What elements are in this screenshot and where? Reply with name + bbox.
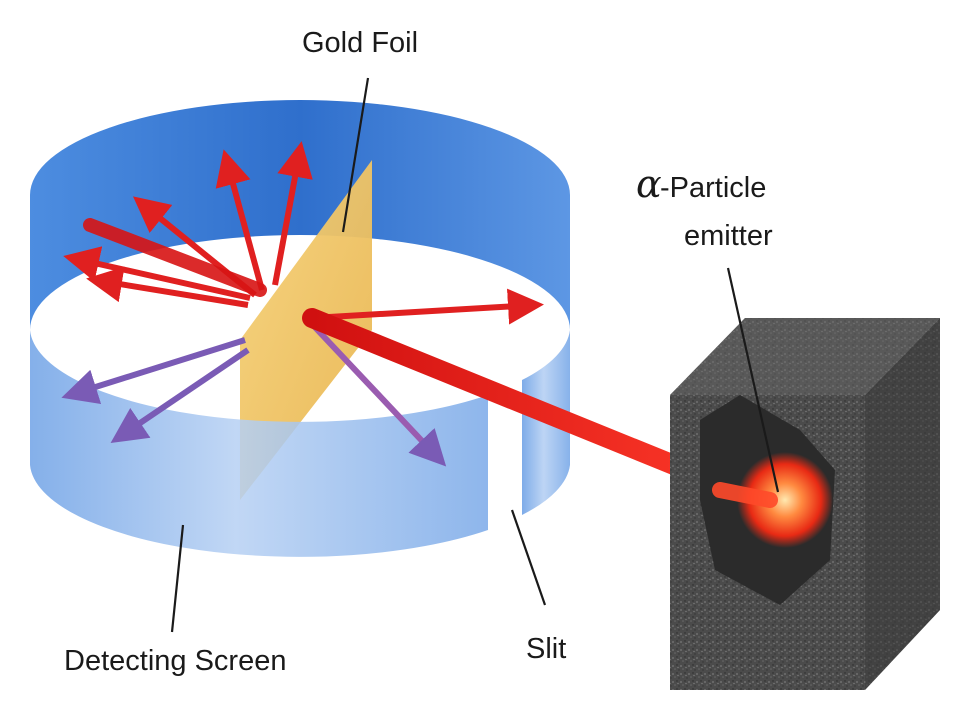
label-detecting-screen: Detecting Screen [64, 645, 286, 677]
label-emitter: emitter [684, 220, 773, 252]
radioactive-source [737, 452, 833, 548]
alpha-emitter-box [670, 318, 940, 690]
label-slit: Slit [526, 633, 566, 665]
detecting-screen-front [30, 330, 488, 557]
label-alpha-particle: -Particle [660, 172, 766, 204]
leader-lines [170, 77, 780, 633]
gold-foil [240, 160, 372, 500]
label-alpha-symbol: α [636, 162, 662, 206]
detecting-screen-back [30, 100, 570, 330]
label-gold-foil: Gold Foil [302, 27, 418, 59]
beam-through-foil [83, 218, 267, 297]
deflected-rays-front [61, 288, 544, 467]
